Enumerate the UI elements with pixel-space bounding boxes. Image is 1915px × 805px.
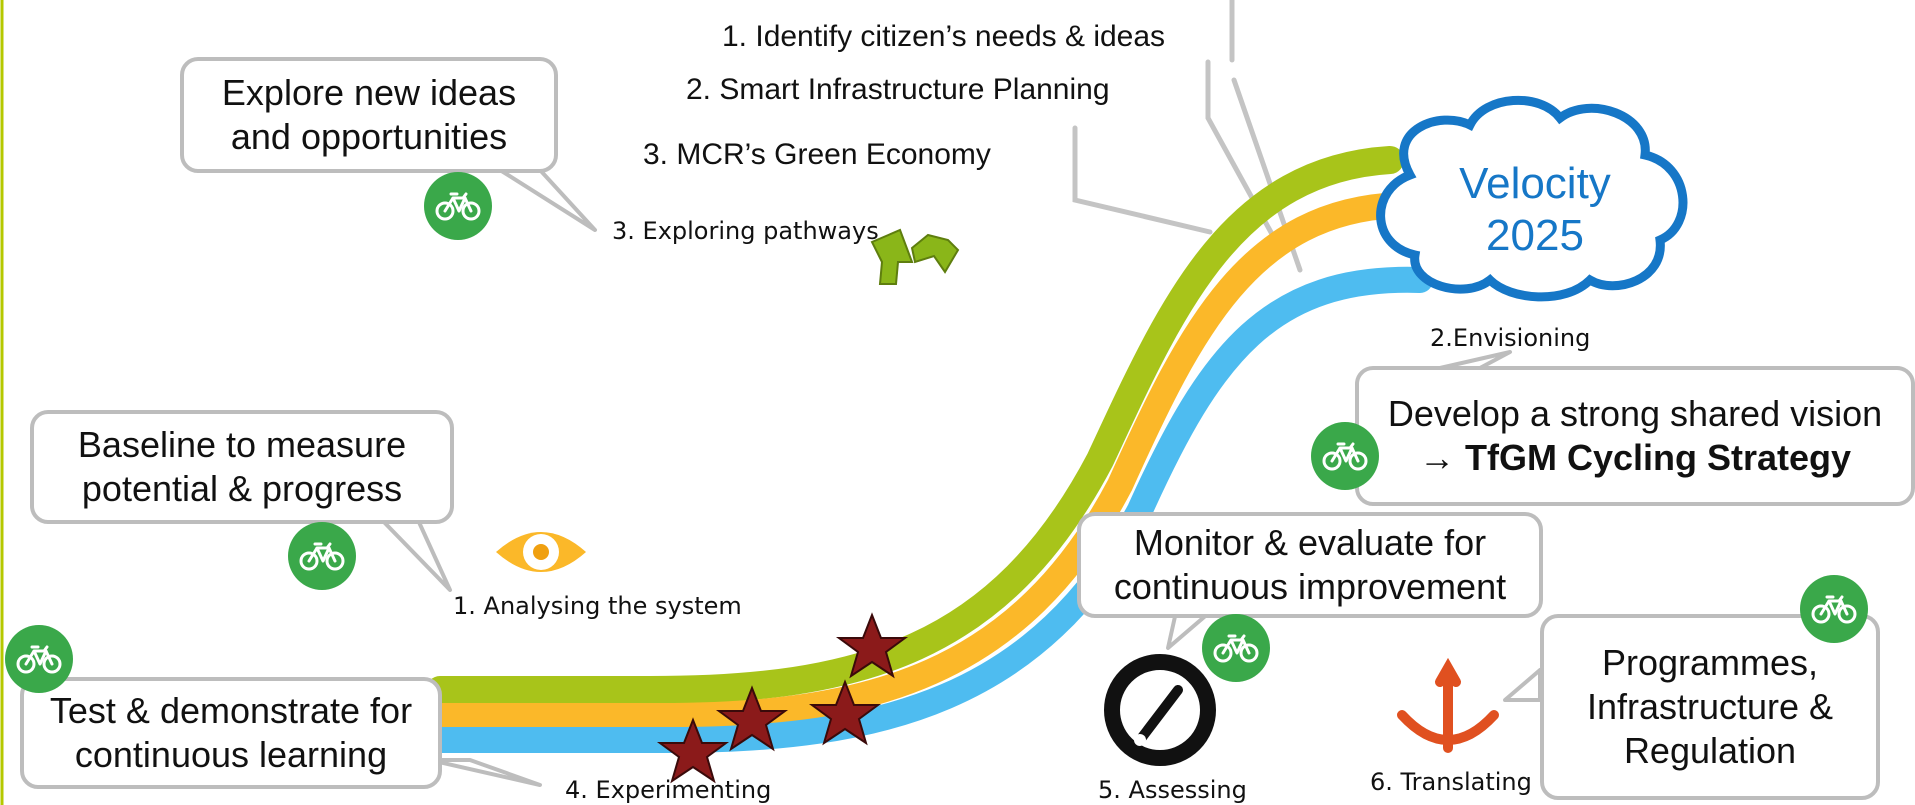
callout-tail-test (428, 758, 542, 787)
vision-title-line1: Velocity (1459, 159, 1611, 208)
callout-vision: Develop a strong shared vision → TfGM Cy… (1355, 366, 1915, 506)
callout-programmes-line2: Infrastructure & (1586, 686, 1834, 727)
stage-label-exploring: 3. Exploring pathways (612, 217, 879, 245)
curve-green (426, 146, 1404, 704)
stage-label-experimenting: 4. Experimenting (565, 776, 772, 804)
callout-test: Test & demonstrate for continuous learni… (20, 677, 442, 789)
gauge-icon (1104, 654, 1216, 766)
bicycle-icon (1800, 575, 1868, 643)
vision-title: Velocity 2025 (1405, 158, 1665, 262)
bicycle-icon (1202, 614, 1270, 682)
callout-monitor: Monitor & evaluate for continuous improv… (1077, 512, 1543, 618)
callout-programmes-line1: Programmes, (1601, 642, 1819, 683)
vision-title-line2: 2025 (1486, 211, 1584, 260)
eye-icon (496, 532, 586, 572)
star-icon (715, 685, 789, 752)
callout-explore: Explore new ideas and opportunities (180, 57, 558, 173)
stage-label-analysing: 1. Analysing the system (453, 592, 742, 620)
anchor-icon (1397, 657, 1499, 753)
callout-baseline: Baseline to measure potential & progress (30, 410, 454, 524)
star-icon (656, 717, 730, 784)
callout-tail-explore (498, 168, 597, 232)
callout-monitor-line1: Monitor & evaluate for (1133, 522, 1487, 563)
cloud-icon (1376, 95, 1688, 302)
star-icon (808, 679, 882, 746)
callout-tail-programmes (1503, 668, 1542, 702)
line-label-infrastructure: 2. Smart Infrastructure Planning (686, 73, 1110, 106)
callout-test-line2: continuous learning (74, 734, 388, 775)
callout-programmes-line3: Regulation (1623, 730, 1797, 771)
experiment-stars (656, 612, 909, 784)
callout-monitor-line2: continuous improvement (1113, 566, 1507, 607)
callout-baseline-line1: Baseline to measure (77, 424, 407, 465)
bicycle-icon (1311, 422, 1379, 490)
bicycle-icon (424, 172, 492, 240)
star-icon (835, 612, 909, 679)
callout-vision-line1: Develop a strong shared vision (1387, 393, 1883, 434)
line-label-green-economy: 3. MCR’s Green Economy (643, 138, 991, 171)
bicycle-icon (5, 625, 73, 693)
callout-baseline-line2: potential & progress (81, 468, 403, 509)
callout-explore-line2: and opportunities (230, 116, 508, 157)
leader-line-3 (1072, 125, 1213, 235)
callout-programmes: Programmes, Infrastructure & Regulation (1540, 614, 1880, 800)
stage-label-envisioning: 2.Envisioning (1430, 324, 1591, 352)
bicycle-icon (288, 522, 356, 590)
callout-explore-line1: Explore new ideas (221, 72, 517, 113)
cycle-arrows-icon (870, 228, 960, 285)
callout-tail-baseline (380, 518, 452, 592)
callout-test-line1: Test & demonstrate for (49, 690, 413, 731)
callout-vision-line2: → TfGM Cycling Strategy (1418, 437, 1852, 478)
line-label-citizen-needs: 1. Identify citizen’s needs & ideas (722, 20, 1166, 53)
stage-label-translating: 6. Translating (1370, 768, 1532, 796)
stage-label-assessing: 5. Assessing (1098, 776, 1247, 804)
